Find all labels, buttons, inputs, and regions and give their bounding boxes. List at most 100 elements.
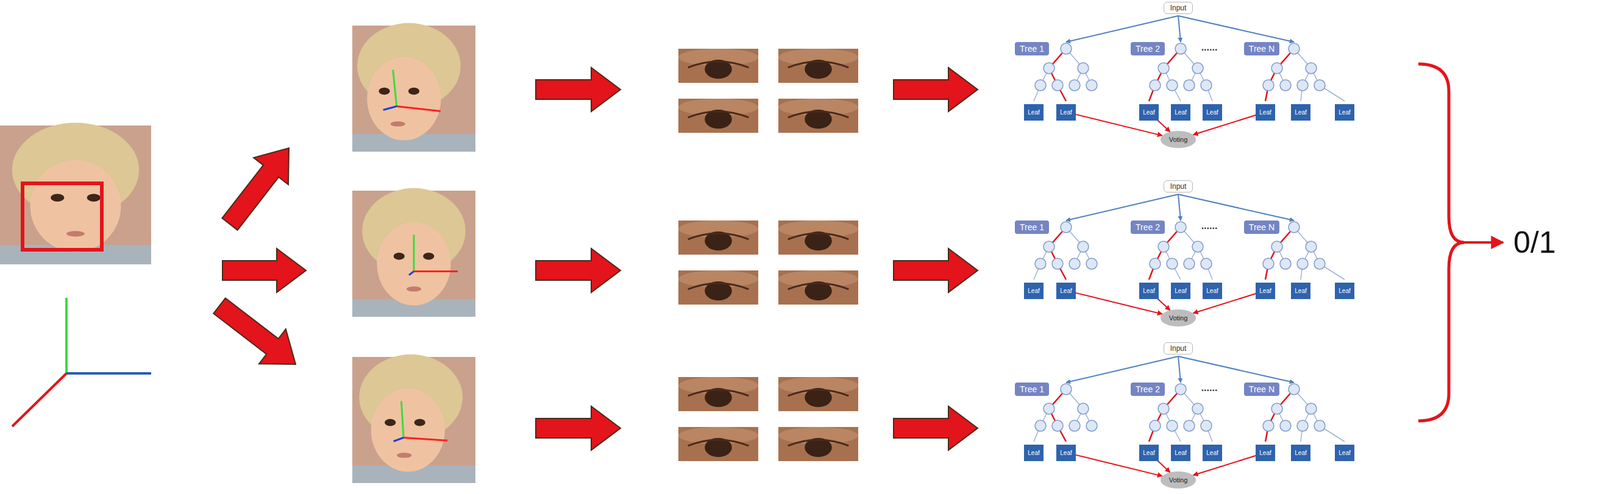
lash-line [788,61,850,68]
patch-skin [778,427,859,462]
pose-axis-z [393,437,404,442]
split-node [1305,241,1317,253]
input-arrow [1066,15,1179,43]
split-node [1052,258,1064,270]
decision-path [1265,48,1295,102]
eye [378,87,390,96]
decision-path [1148,389,1181,442]
eye [384,419,396,427]
face-photo [0,122,152,265]
node-text: Input [1170,3,1187,13]
split-node [1052,79,1064,91]
label-text: ...... [1201,382,1218,394]
eye-patch [678,48,759,83]
split-node [1314,79,1326,91]
input-arrow [1178,356,1295,383]
eye [408,87,420,96]
eye-patch [778,270,859,305]
leaf-box: Leaf [1290,104,1310,121]
decision-path [1148,48,1181,102]
node-text: Tree 1 [1019,222,1045,233]
mouth [390,121,406,127]
split-node [1060,43,1072,55]
split-node [1288,43,1300,55]
tree-label: Tree 1 [1014,382,1049,397]
decision-path [1265,389,1295,442]
leaf-box: Leaf [1290,444,1310,462]
node-text: Leaf [1206,449,1218,457]
node-text: Leaf [1027,109,1040,116]
eye [423,252,434,261]
pose-axis-z [383,106,397,110]
split-node [1060,384,1072,395]
face-photo [352,354,476,484]
node-text: Leaf [1059,109,1072,116]
eye [393,252,405,261]
vote-connector [1157,120,1170,133]
label-text: ...... [1201,42,1218,54]
split-node [1086,258,1098,270]
patch-skin [778,377,859,412]
lash-line [788,440,850,447]
split-node [1305,62,1317,74]
decision-path [1048,48,1067,102]
node-text: Tree 2 [1135,384,1160,395]
eye-patch [778,427,859,462]
node-text: Leaf [1027,287,1040,295]
patch-skin [678,98,759,133]
eye [87,193,101,202]
node-text: Leaf [1338,449,1351,457]
eye-patch [678,270,759,305]
split-node [1149,420,1161,432]
random-forest [1033,15,1345,102]
tree-label: Tree N [1244,42,1280,56]
node-text: Tree 2 [1135,43,1160,54]
split-node [1280,258,1291,270]
split-node [1052,420,1064,432]
node-text: Input [1170,344,1187,353]
decision-path [1048,227,1067,280]
axis-y [65,298,68,374]
lash-line [788,283,850,290]
patch-skin [678,270,759,305]
eye-patch [778,98,859,133]
eye-patch [678,98,759,133]
split-node [1149,258,1161,270]
curly-bracket [1418,64,1465,422]
eye [414,419,426,427]
voting-ellipse: Voting [1160,309,1197,327]
leaf-box: Leaf [1170,104,1190,121]
node-text: Leaf [1174,287,1187,295]
split-node [1288,384,1300,395]
face-photo [352,23,476,152]
node-text: Leaf [1174,109,1187,116]
leaf-box: Leaf [1056,282,1076,300]
split-node [1305,403,1317,415]
split-node [1060,221,1072,233]
node-text: Leaf [1294,287,1307,295]
split-node [1297,79,1309,91]
leaf-box: Leaf [1170,444,1190,462]
input-arrow [1178,15,1295,43]
vote-connector [1157,461,1170,473]
node-text: Leaf [1142,109,1155,116]
patch-skin [678,377,759,412]
patch-skin [678,48,759,83]
split-node [1175,43,1187,55]
patch-skin [778,98,859,133]
tree-label: Tree 2 [1130,42,1165,56]
block-arrow [893,67,978,112]
decision-path [1148,227,1181,280]
pose-axis-x [403,437,448,441]
leaf-box: Leaf [1255,104,1275,121]
eye-patch [678,427,759,462]
input-arrow [1178,15,1181,43]
node-text: Leaf [1259,449,1271,457]
split-node [1192,403,1204,415]
split-node [1271,62,1283,74]
patch-skin [778,270,859,305]
split-node [1034,420,1046,432]
node-text: Tree 1 [1019,43,1045,54]
